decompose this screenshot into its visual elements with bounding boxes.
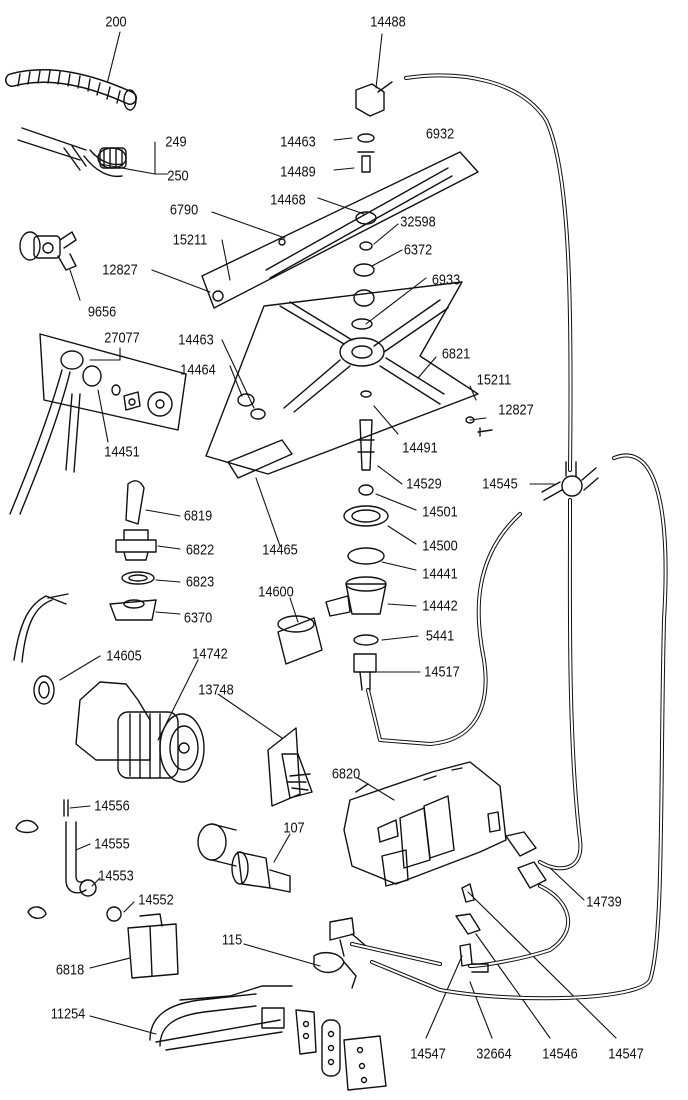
part-label-14451: 14451 bbox=[104, 443, 140, 461]
part-label-11254: 11254 bbox=[50, 1005, 86, 1023]
part-115-valve bbox=[313, 917, 367, 989]
part-label-14442: 14442 bbox=[422, 597, 458, 615]
part-center-column bbox=[325, 390, 389, 691]
part-label-13748: 13748 bbox=[198, 681, 234, 699]
part-label-32664: 32664 bbox=[476, 1045, 512, 1063]
part-label-14547: 14547 bbox=[410, 1045, 446, 1063]
part-label-5441: 5441 bbox=[425, 627, 455, 645]
part-label-14739: 14739 bbox=[586, 893, 622, 911]
part-bottom-fittings bbox=[455, 883, 489, 973]
part-label-12827-lower: 12827 bbox=[498, 401, 534, 419]
part-label-14605: 14605 bbox=[106, 647, 142, 665]
part-label-6932: 6932 bbox=[425, 125, 455, 143]
part-label-14553: 14553 bbox=[98, 867, 134, 885]
part-label-6933: 6933 bbox=[431, 271, 461, 289]
part-11254-heater bbox=[149, 985, 387, 1091]
part-6820-tank bbox=[343, 761, 507, 887]
part-label-14529: 14529 bbox=[406, 475, 442, 493]
part-label-200: 200 bbox=[105, 13, 127, 31]
part-label-6818: 6818 bbox=[55, 961, 85, 979]
part-label-14463-lower: 14463 bbox=[178, 331, 214, 349]
part-top-fittings bbox=[353, 81, 393, 277]
part-label-14556: 14556 bbox=[94, 797, 130, 815]
leader-lines bbox=[59, 31, 617, 1039]
part-107-14600-cylinders bbox=[197, 615, 323, 893]
part-label-6822: 6822 bbox=[185, 541, 215, 559]
part-label-6821: 6821 bbox=[441, 345, 471, 363]
part-6819-6822-6823-6370 bbox=[109, 480, 157, 621]
part-14742-pump-motor bbox=[75, 681, 205, 783]
part-label-14464: 14464 bbox=[180, 361, 216, 379]
part-label-14552: 14552 bbox=[138, 891, 174, 909]
part-14545-cross-fitting bbox=[505, 461, 599, 889]
part-label-14547-right: 14547 bbox=[608, 1045, 644, 1063]
part-label-15211: 15211 bbox=[172, 231, 208, 249]
part-9656-valve bbox=[19, 231, 77, 271]
part-label-115: 115 bbox=[221, 931, 243, 949]
part-label-14441: 14441 bbox=[422, 565, 458, 583]
part-label-14491: 14491 bbox=[402, 439, 438, 457]
part-label-107: 107 bbox=[283, 819, 305, 837]
part-label-14501: 14501 bbox=[422, 503, 458, 521]
part-label-32598: 32598 bbox=[400, 213, 436, 231]
part-label-6819: 6819 bbox=[183, 507, 213, 525]
part-label-14600: 14600 bbox=[258, 583, 294, 601]
part-label-14463: 14463 bbox=[280, 133, 316, 151]
part-label-14500: 14500 bbox=[422, 537, 458, 555]
part-label-249: 249 bbox=[165, 133, 187, 151]
part-label-14468: 14468 bbox=[270, 191, 306, 209]
part-label-14545: 14545 bbox=[482, 475, 518, 493]
part-27077-kit bbox=[9, 333, 187, 515]
part-label-14465: 14465 bbox=[262, 541, 298, 559]
part-249-250-hose-nut bbox=[17, 127, 127, 178]
part-label-6820: 6820 bbox=[331, 765, 361, 783]
part-label-27077: 27077 bbox=[104, 329, 140, 347]
part-6821-lower-arm-panel bbox=[205, 281, 493, 479]
part-label-14517: 14517 bbox=[424, 663, 460, 681]
part-13748-bracket bbox=[267, 727, 313, 807]
part-label-6370: 6370 bbox=[183, 609, 213, 627]
part-right-hoses bbox=[350, 73, 668, 1001]
part-label-250: 250 bbox=[167, 167, 189, 185]
part-label-9656: 9656 bbox=[87, 303, 117, 321]
part-label-6823: 6823 bbox=[185, 573, 215, 591]
part-hose-clamps-6818 bbox=[15, 799, 179, 979]
part-label-14555: 14555 bbox=[94, 835, 130, 853]
part-200-corrugated-hose bbox=[5, 69, 137, 111]
part-label-14742: 14742 bbox=[192, 645, 228, 663]
part-label-14488: 14488 bbox=[370, 13, 406, 31]
part-6932-upper-arm-panel bbox=[201, 151, 479, 309]
part-label-6372: 6372 bbox=[403, 241, 433, 259]
part-label-14489: 14489 bbox=[280, 163, 316, 181]
part-label-6790: 6790 bbox=[169, 201, 199, 219]
part-label-14546: 14546 bbox=[542, 1045, 578, 1063]
part-cable-14605 bbox=[13, 593, 69, 705]
part-label-15211-lower: 15211 bbox=[476, 371, 512, 389]
part-label-12827: 12827 bbox=[102, 261, 138, 279]
